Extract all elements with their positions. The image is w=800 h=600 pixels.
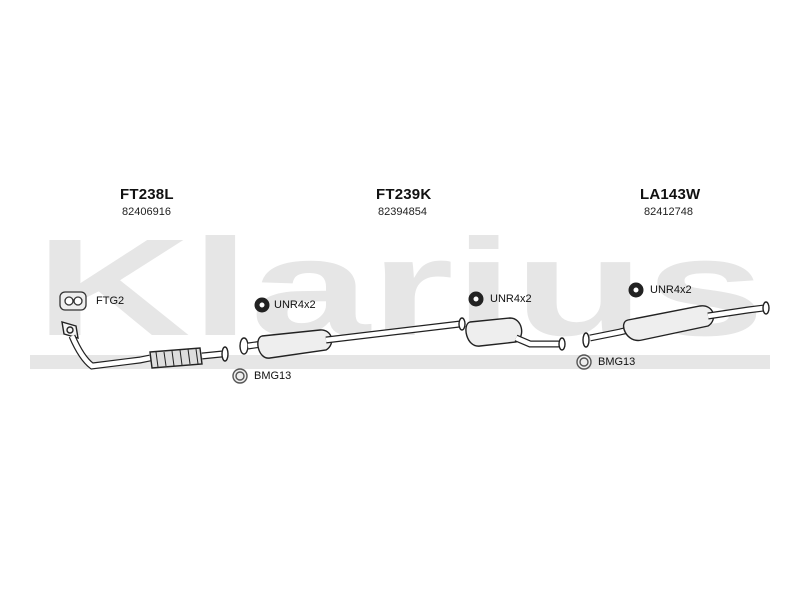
clamp-ring-icon <box>232 354 592 384</box>
middle-silencer <box>239 317 466 359</box>
section-code-front: FT238L <box>120 186 174 203</box>
accessory-label-bmg-2: BMG13 <box>598 356 636 368</box>
accessory-label-ftg2: FTG2 <box>96 295 125 307</box>
front-pipe <box>61 321 229 370</box>
rear-silencer <box>582 301 770 348</box>
accessory-label-unr-3: UNR4x2 <box>650 284 692 296</box>
section-number-front: 82406916 <box>122 206 171 218</box>
gasket-icon <box>59 291 87 311</box>
section-code-middle: FT239K <box>376 186 432 203</box>
rear-middle-box <box>465 317 566 351</box>
section-number-rear: 82412748 <box>644 206 693 218</box>
accessory-label-bmg-1: BMG13 <box>254 370 292 382</box>
accessory-label-unr-1: UNR4x2 <box>274 299 316 311</box>
section-number-middle: 82394854 <box>378 206 427 218</box>
rubber-mount-icon <box>254 282 644 313</box>
section-code-rear: LA143W <box>640 186 701 203</box>
accessory-label-unr-2: UNR4x2 <box>490 293 532 305</box>
